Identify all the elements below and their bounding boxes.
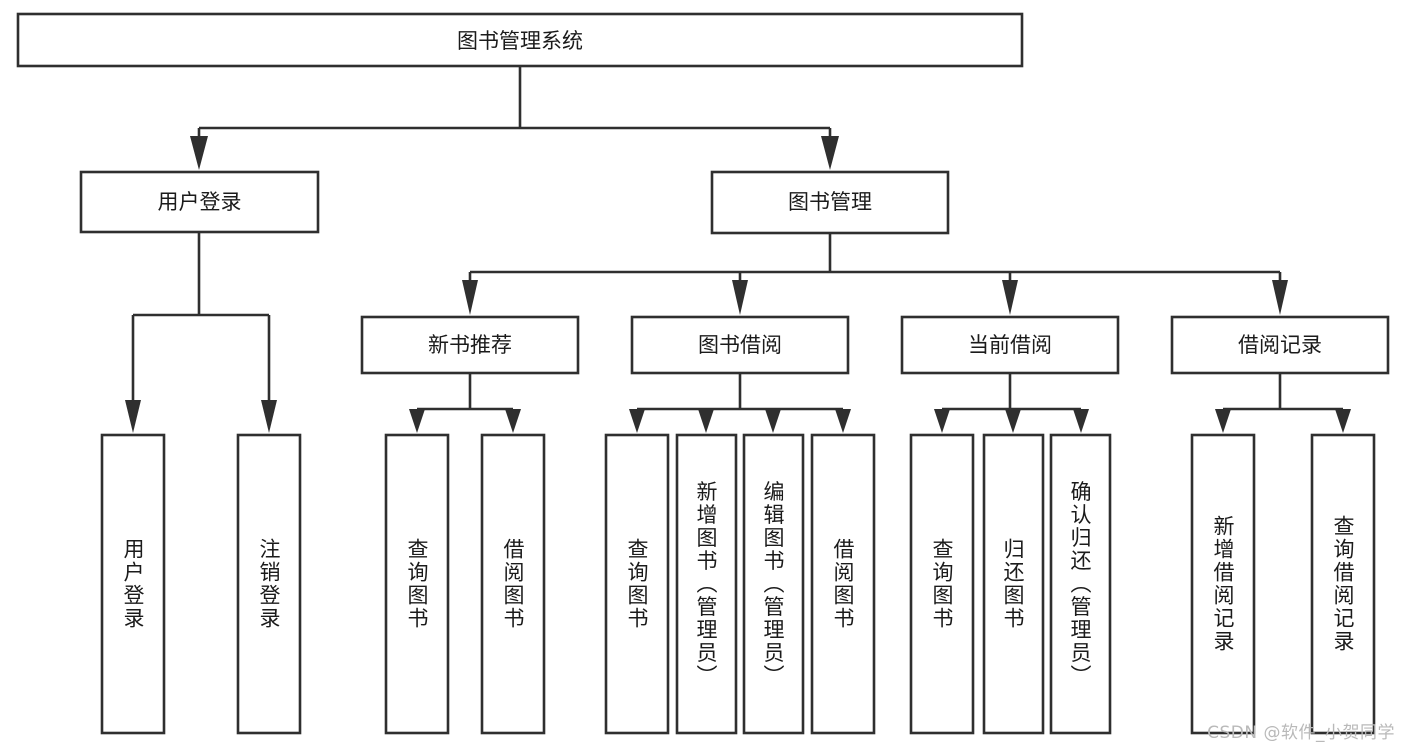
node-leaf-return-book-label: 归还图书 — [1001, 538, 1025, 630]
node-current-borrow[interactable]: 当前借阅 — [900, 315, 1120, 375]
node-borrow-record[interactable]: 借阅记录 — [1170, 315, 1390, 375]
node-book-manage-label: 图书管理 — [788, 190, 872, 214]
arrow-head-leaf-logout — [261, 400, 277, 433]
watermark-label: CSDN @软件_小贺同学 — [1207, 723, 1395, 743]
node-book-borrow[interactable]: 图书借阅 — [630, 315, 850, 375]
node-leaf-logout-label: 注销登录 — [257, 538, 281, 630]
connector-group-borrow-record-to-leaves — [1215, 373, 1351, 433]
node-leaf-query-book-current-box[interactable] — [909, 433, 975, 735]
node-leaf-query-book-current-label: 查询图书 — [930, 538, 954, 630]
arrow-head-book-borrow — [732, 280, 748, 315]
arrow-head-leaf-user-login — [125, 400, 141, 433]
node-leaf-edit-book[interactable]: 编辑图书（管理员） — [742, 433, 805, 735]
node-leaf-user-login-box[interactable] — [100, 433, 166, 735]
node-leaf-edit-book-box[interactable] — [742, 433, 805, 735]
arrow-head-borrow-record — [1272, 280, 1288, 315]
arrow-head-leaf-borrow-book-recommend — [505, 409, 521, 433]
node-user-login-box[interactable] — [79, 170, 320, 234]
node-leaf-query-book-recommend-label: 查询图书 — [405, 538, 429, 630]
connector-group-new-book-recommend-to-leaves — [409, 373, 521, 433]
node-leaf-confirm-return-label: 确认归还（管理员） — [1068, 481, 1092, 688]
connector-group-book-borrow-to-leaves — [629, 373, 851, 433]
arrow-head-new-book-recommend — [462, 280, 478, 315]
node-leaf-query-borrow-record[interactable]: 查询借阅记录 — [1310, 433, 1376, 735]
arrow-head-current-borrow — [1002, 280, 1018, 315]
node-leaf-borrow-book-recommend-box[interactable] — [480, 433, 546, 735]
arrow-head-leaf-borrow-book — [835, 409, 851, 433]
node-leaf-logout-box[interactable] — [236, 433, 302, 735]
node-user-login[interactable]: 用户登录 — [79, 170, 320, 234]
node-root-box[interactable] — [16, 12, 1024, 68]
node-root-label: 图书管理系统 — [457, 29, 583, 53]
node-leaf-query-book-borrow[interactable]: 查询图书 — [604, 433, 670, 735]
connector-group-root-to-level2 — [190, 66, 839, 170]
node-root[interactable]: 图书管理系统 — [16, 12, 1024, 68]
arrow-head-leaf-add-borrow-record — [1215, 409, 1231, 433]
node-current-borrow-box[interactable] — [900, 315, 1120, 375]
node-leaf-return-book[interactable]: 归还图书 — [982, 433, 1045, 735]
arrow-head-leaf-query-book-borrow — [629, 409, 645, 433]
node-leaf-add-borrow-record-label: 新增借阅记录 — [1211, 515, 1235, 653]
node-leaf-query-book-borrow-label: 查询图书 — [625, 538, 649, 630]
arrow-head-leaf-query-borrow-record — [1335, 409, 1351, 433]
node-leaf-query-book-borrow-box[interactable] — [604, 433, 670, 735]
node-book-manage[interactable]: 图书管理 — [710, 170, 950, 235]
node-borrow-record-box[interactable] — [1170, 315, 1390, 375]
node-leaf-query-book-recommend-box[interactable] — [384, 433, 450, 735]
node-leaf-add-borrow-record[interactable]: 新增借阅记录 — [1190, 433, 1256, 735]
node-leaf-add-book-label: 新增图书（管理员） — [694, 481, 718, 688]
node-leaf-confirm-return-box[interactable] — [1049, 433, 1112, 735]
node-new-book-recommend-box[interactable] — [360, 315, 580, 375]
arrow-head-leaf-return-book — [1005, 409, 1021, 433]
arrow-head-leaf-add-book — [698, 409, 714, 433]
node-leaf-query-book-current[interactable]: 查询图书 — [909, 433, 975, 735]
node-borrow-record-label: 借阅记录 — [1238, 333, 1322, 357]
node-book-borrow-label: 图书借阅 — [698, 333, 782, 357]
arrow-head-user-login — [190, 136, 208, 170]
node-leaf-add-book[interactable]: 新增图书（管理员） — [675, 433, 738, 735]
node-user-login-label: 用户登录 — [158, 190, 242, 214]
node-leaf-borrow-book[interactable]: 借阅图书 — [810, 433, 876, 735]
connector-group-book-manage-to-level3 — [462, 233, 1288, 315]
node-leaf-edit-book-label: 编辑图书（管理员） — [761, 481, 785, 688]
node-leaf-add-borrow-record-box[interactable] — [1190, 433, 1256, 735]
arrow-head-leaf-query-book-recommend — [409, 409, 425, 433]
arrow-head-book-manage — [821, 136, 839, 170]
arrow-head-leaf-query-book-current — [934, 409, 950, 433]
node-leaf-query-book-recommend[interactable]: 查询图书 — [384, 433, 450, 735]
node-leaf-query-borrow-record-box[interactable] — [1310, 433, 1376, 735]
node-leaf-borrow-book-recommend-label: 借阅图书 — [501, 538, 525, 630]
node-leaf-user-login[interactable]: 用户登录 — [100, 433, 166, 735]
node-leaf-user-login-label: 用户登录 — [121, 538, 145, 630]
arrow-head-leaf-edit-book — [765, 409, 781, 433]
node-leaf-borrow-book-box[interactable] — [810, 433, 876, 735]
node-leaf-logout[interactable]: 注销登录 — [236, 433, 302, 735]
connector-group-current-borrow-to-leaves — [934, 373, 1089, 433]
node-leaf-borrow-book-label: 借阅图书 — [831, 538, 855, 630]
node-leaf-borrow-book-recommend[interactable]: 借阅图书 — [480, 433, 546, 735]
node-new-book-recommend-label: 新书推荐 — [428, 333, 512, 357]
node-leaf-add-book-box[interactable] — [675, 433, 738, 735]
node-leaf-confirm-return[interactable]: 确认归还（管理员） — [1049, 433, 1112, 735]
arrow-head-leaf-confirm-return — [1073, 409, 1089, 433]
node-book-borrow-box[interactable] — [630, 315, 850, 375]
node-current-borrow-label: 当前借阅 — [968, 333, 1052, 357]
connector-group-user-login-to-leaves — [125, 232, 277, 433]
node-book-manage-box[interactable] — [710, 170, 950, 235]
node-new-book-recommend[interactable]: 新书推荐 — [360, 315, 580, 375]
node-leaf-query-borrow-record-label: 查询借阅记录 — [1331, 515, 1355, 653]
node-leaf-return-book-box[interactable] — [982, 433, 1045, 735]
